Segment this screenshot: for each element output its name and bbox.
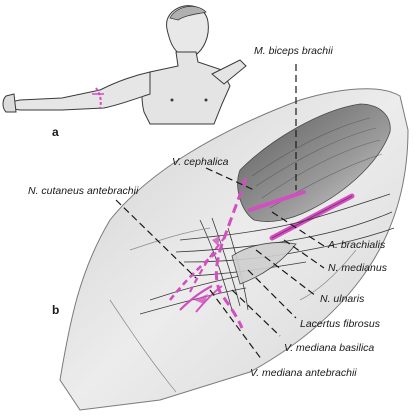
panel-b-arm (59, 88, 409, 411)
label-a-brachialis: A. brachialis (328, 239, 386, 251)
label-lacertus-fibrosus: Lacertus fibrosus (300, 318, 380, 330)
label-v-mediana-antebrachii: V. mediana antebrachii (250, 367, 357, 379)
label-n-ulnaris: N. ulnaris (320, 293, 365, 305)
label-biceps-brachii: M. biceps brachii (254, 45, 333, 57)
panel-a-letter: a (52, 125, 59, 139)
label-n-medianus: N. medianus (328, 262, 387, 274)
panel-a-figure (2, 5, 247, 125)
label-v-mediana-basilica: V. mediana basilica (284, 342, 375, 354)
label-n-cutaneus-antebrachii: N. cutaneus antebrachii (28, 185, 139, 197)
label-v-cephalica: V. cephalica (172, 156, 229, 168)
panel-b-letter: b (52, 303, 60, 317)
leader-lines (115, 64, 325, 361)
